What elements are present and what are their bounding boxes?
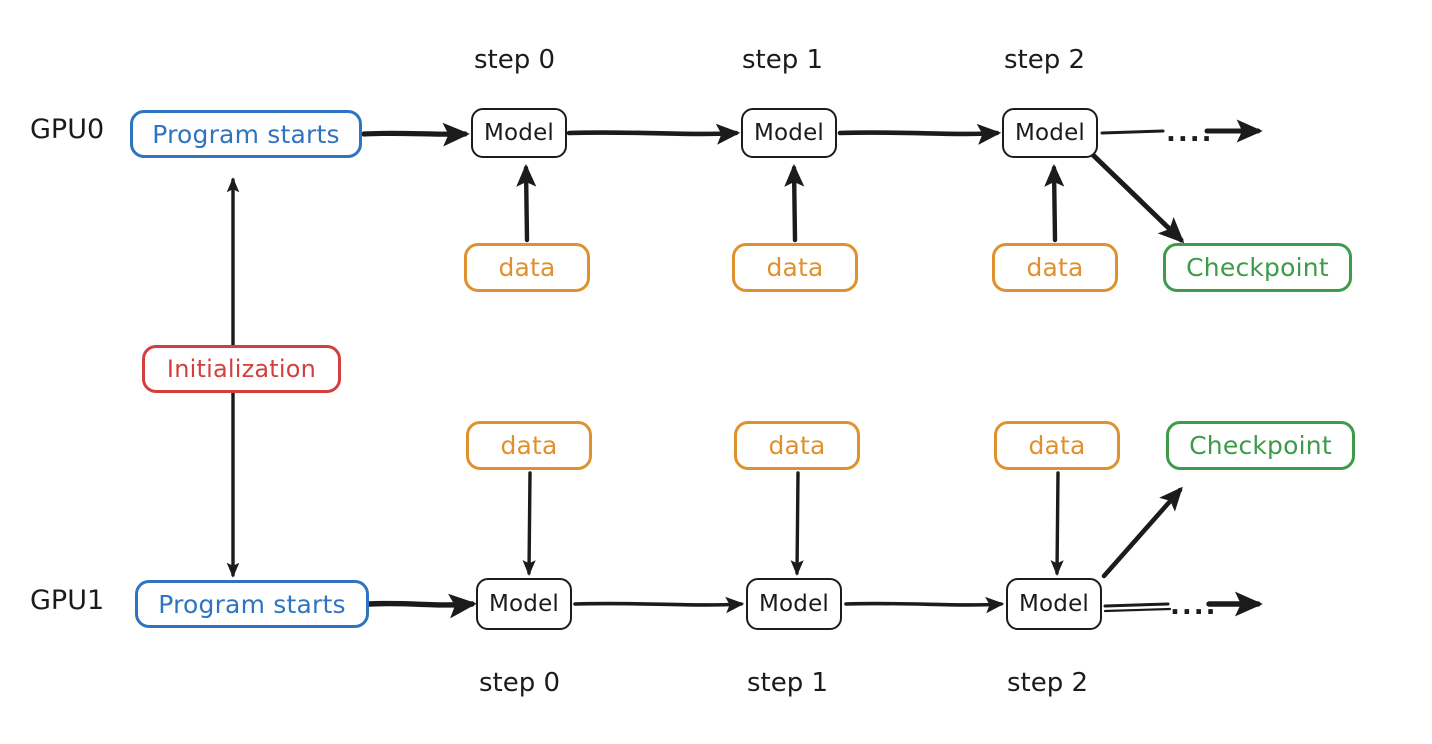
edge-gpu0-model0-to-model1: [566, 123, 741, 145]
gpu1-ellipsis: ....: [1170, 591, 1218, 621]
edge-gpu0-model2-to-checkpoint: [1090, 152, 1185, 244]
gpu0-ellipsis: ....: [1166, 118, 1214, 148]
edge-gpu0-data0-to-model0: [516, 163, 537, 243]
node-gpu0-checkpoint[interactable]: Checkpoint: [1163, 243, 1352, 292]
node-gpu1-model-step1[interactable]: Model: [746, 578, 842, 630]
node-gpu0-model-step2[interactable]: Model: [1002, 108, 1098, 158]
node-gpu1-model-step2[interactable]: Model: [1006, 578, 1102, 630]
edge-gpu0-data1-to-model1: [784, 163, 805, 243]
edge-gpu0-start-to-model0: [361, 122, 470, 147]
edge-gpu1-data2-to-model2: [1050, 471, 1064, 576]
step-label-gpu1-1: step 1: [747, 668, 829, 698]
edge-gpu0-model2-tail: [1100, 129, 1165, 135]
edge-gpu0-data2-to-model2: [1044, 163, 1065, 243]
node-gpu1-program-starts[interactable]: Program starts: [135, 580, 369, 628]
edge-gpu1-model0-to-model1: [573, 596, 745, 614]
edge-gpu1-model1-to-model2: [844, 596, 1005, 614]
lane-label-gpu0: GPU0: [30, 114, 105, 145]
node-gpu0-model-step0[interactable]: Model: [471, 108, 567, 158]
edge-gpu1-model2-to-checkpoint: [1101, 486, 1183, 579]
step-label-gpu0-2: step 2: [1004, 45, 1086, 75]
node-gpu0-data-step1[interactable]: data: [732, 243, 858, 292]
node-gpu0-data-step0[interactable]: data: [464, 243, 590, 292]
lane-label-gpu1: GPU1: [30, 585, 105, 616]
node-gpu1-data-step0[interactable]: data: [466, 421, 592, 470]
node-gpu1-model-step0[interactable]: Model: [476, 578, 572, 630]
step-label-gpu0-1: step 1: [742, 45, 824, 75]
node-gpu0-model-step1[interactable]: Model: [741, 108, 837, 158]
edge-gpu1-start-to-model0: [366, 593, 478, 619]
step-label-gpu1-0: step 0: [479, 668, 561, 698]
edge-gpu1-data1-to-model1: [790, 471, 804, 576]
node-gpu0-data-step2[interactable]: data: [992, 243, 1118, 292]
node-gpu1-checkpoint[interactable]: Checkpoint: [1166, 421, 1355, 470]
edge-gpu0-model1-to-model2: [837, 123, 1002, 145]
node-gpu0-program-starts[interactable]: Program starts: [130, 110, 362, 158]
step-label-gpu1-2: step 2: [1007, 668, 1089, 698]
edge-gpu1-model2-tail-2: [1103, 607, 1172, 613]
node-gpu1-data-step2[interactable]: data: [994, 421, 1120, 470]
edge-gpu1-data0-to-model0: [522, 471, 536, 576]
node-gpu1-data-step1[interactable]: data: [734, 421, 860, 470]
edge-gpu1-model2-tail: [1103, 602, 1170, 608]
step-label-gpu0-0: step 0: [474, 45, 556, 75]
node-initialization[interactable]: Initialization: [142, 345, 341, 393]
